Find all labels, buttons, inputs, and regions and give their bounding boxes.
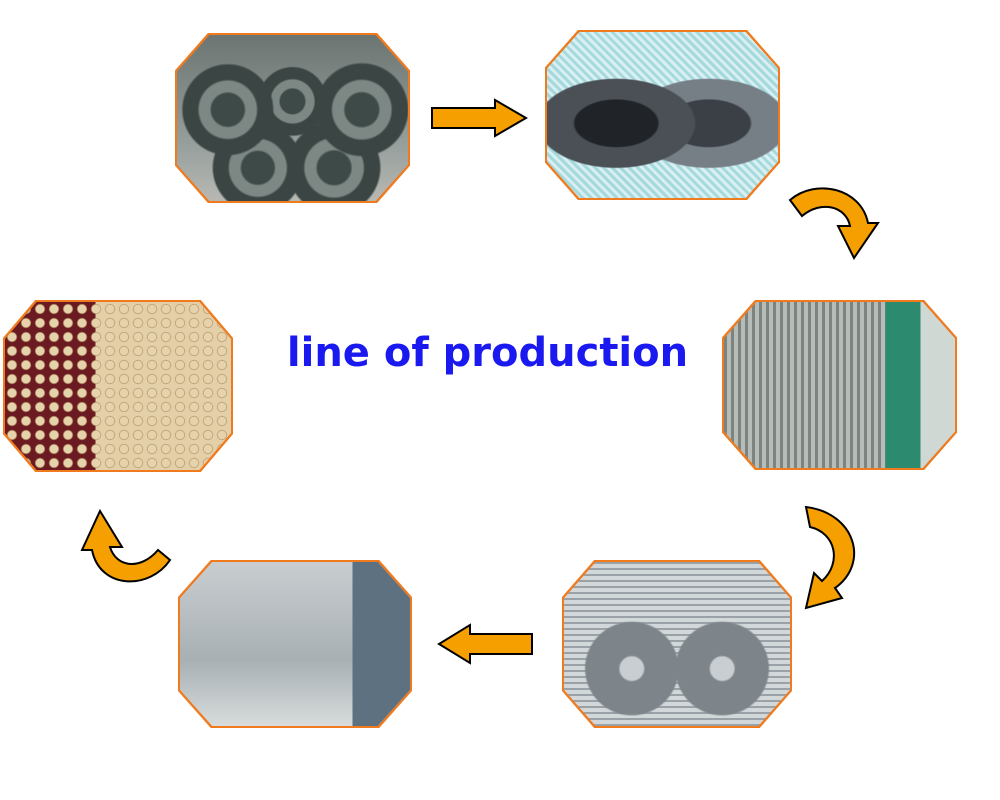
diagram-title: line of production [286,330,689,376]
mesh-welding-machine-photo [722,300,957,470]
annealed-wire-coils-photo [545,30,780,200]
container-loading-photo [3,300,233,472]
curved-arrow-down-left-icon [804,505,856,610]
welded-mesh-rolls-photo [562,560,792,728]
arrow-right-icon [431,98,528,138]
wire-rod-coils-photo [175,33,410,203]
arrow-left-icon [437,623,533,665]
curved-arrow-down-icon [788,187,880,260]
curved-arrow-up-icon [80,508,172,583]
warehouse-photo [178,560,412,728]
